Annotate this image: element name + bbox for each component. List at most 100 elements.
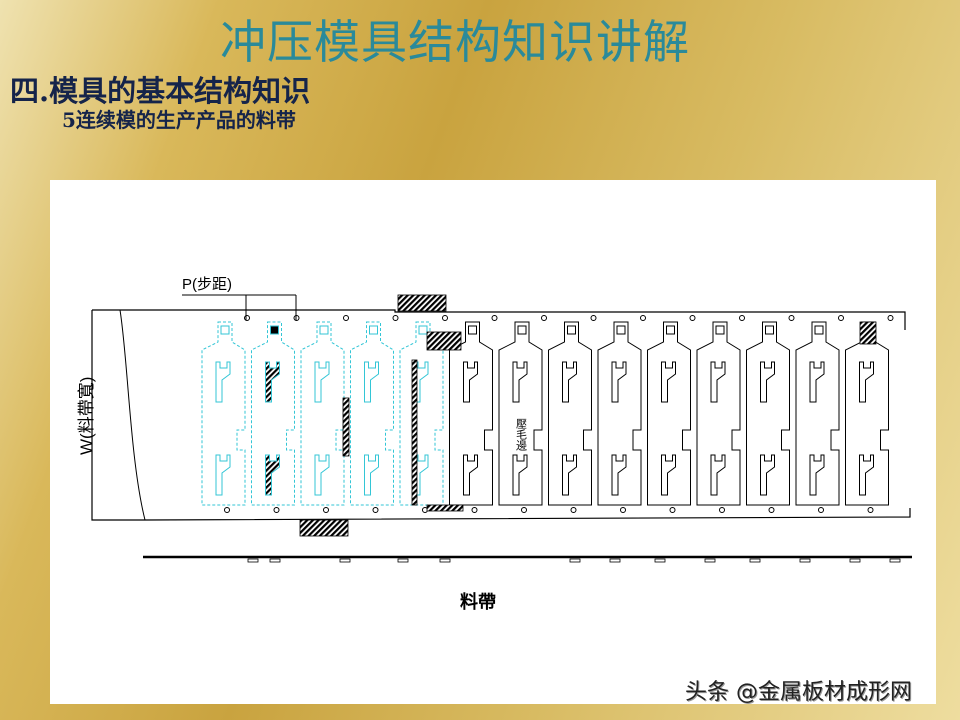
watermark: 头条 @金属板材成形网 [685, 680, 912, 705]
pilot-tab-hole [666, 325, 675, 335]
pilot-tab-hole [319, 325, 329, 335]
pilot-hole-bottom [570, 507, 577, 513]
pilot-hole-top [590, 315, 597, 321]
terminal-cutout [809, 361, 825, 403]
terminal-cutout [661, 361, 676, 403]
pilot-hole-bottom [372, 507, 379, 513]
pilot-hole-bottom [471, 507, 478, 513]
station-part [300, 321, 345, 506]
terminal-cutout [512, 454, 528, 496]
pilot-hole-bottom [620, 507, 626, 513]
pilot-hole-bottom [768, 507, 775, 513]
pitch-dimension [182, 294, 297, 320]
terminal-cutout [463, 454, 478, 496]
side-view-mark [269, 558, 281, 563]
side-view-mark [397, 558, 409, 563]
subsection-heading: 5连续模的生产产品的料带 [62, 108, 296, 132]
terminal-cutout [413, 361, 429, 403]
pilot-tab-hole [616, 325, 626, 335]
pilot-hole-top [640, 315, 646, 321]
pilot-tab-hole [814, 325, 824, 335]
terminal-cutout [265, 454, 280, 496]
terminal-cutout [562, 454, 577, 496]
station-part [696, 321, 741, 506]
side-view-mark [609, 558, 621, 563]
strip-layout-diagram: P(步距) W(料帶寬) 壓毛邊 料帶 [77, 276, 912, 613]
terminal-cutout [265, 361, 280, 403]
side-view-mark [439, 558, 451, 563]
pilot-hole-top [442, 315, 448, 321]
terminal-cutout [611, 454, 627, 496]
station-part [795, 321, 840, 506]
hatched-punch-section [411, 359, 418, 506]
pilot-hole-bottom [719, 507, 725, 513]
terminal-cutout [314, 454, 330, 496]
side-view-mark [247, 558, 259, 563]
station-part [548, 321, 592, 506]
terminal-cutout [364, 454, 379, 496]
side-view-mark [569, 558, 581, 563]
side-view-mark [799, 558, 811, 563]
terminal-cutout [760, 361, 775, 403]
terminal-cutout [710, 454, 726, 496]
pilot-hole-bottom [224, 507, 230, 513]
pilot-hole-bottom [867, 507, 874, 513]
side-view-mark [339, 558, 351, 563]
station-part [399, 321, 444, 506]
terminal-cutout [760, 454, 775, 496]
strip-outline [91, 309, 911, 521]
pilot-hole-bottom [273, 507, 280, 513]
side-view-mark [704, 558, 716, 563]
pilot-hole-top [293, 315, 300, 321]
pilot-tab-hole [468, 325, 477, 335]
pilot-tab-hole [270, 325, 279, 335]
pilot-hole-top [838, 315, 844, 321]
slide-title: 冲压模具结构知识讲解 [220, 15, 690, 69]
station-part [350, 321, 394, 506]
pilot-tab-hole [369, 325, 378, 335]
pilot-hole-top [689, 315, 696, 321]
hatched-punch-section [299, 519, 349, 537]
hatched-punch-section [426, 504, 464, 512]
pilot-hole-top [343, 315, 349, 321]
pilot-hole-bottom [669, 507, 676, 513]
terminal-cutout [413, 454, 429, 496]
strip-layout-panel: P(步距) W(料帶寬) 壓毛邊 料帶 [50, 180, 936, 704]
strip-leading-edge [119, 309, 146, 521]
station-part [746, 321, 790, 506]
station-part [201, 321, 246, 506]
pilot-hole-top [739, 315, 745, 321]
pilot-tab-hole [715, 325, 725, 335]
pitch-label: P(步距) [182, 276, 232, 293]
side-view-mark [889, 558, 901, 563]
station-part [597, 321, 642, 506]
pilot-hole-top [491, 315, 498, 321]
pilot-hole-bottom [818, 507, 824, 513]
pilot-hole-bottom [521, 507, 527, 513]
pilot-hole-top [541, 315, 547, 321]
pilot-tab-hole [517, 325, 527, 335]
station-part [498, 321, 543, 506]
hatched-punch-section [397, 294, 447, 312]
pilot-hole-bottom [323, 507, 329, 513]
pilot-tab-hole [765, 325, 774, 335]
station-part [251, 321, 295, 506]
deburr-label: 壓毛邊 [515, 418, 528, 451]
terminal-cutout [512, 361, 528, 403]
side-view-mark [654, 558, 666, 563]
station-part [647, 321, 691, 506]
strip-caption: 料帶 [460, 591, 496, 613]
terminal-cutout [364, 361, 379, 403]
pilot-hole-top [392, 315, 399, 321]
pilot-tab-hole [567, 325, 576, 335]
terminal-cutout [314, 361, 330, 403]
pilot-hole-top [887, 315, 894, 321]
terminal-cutout [611, 361, 627, 403]
terminal-cutout [215, 361, 231, 403]
side-view-mark [849, 558, 861, 563]
terminal-cutout [215, 454, 231, 496]
terminal-cutout [710, 361, 726, 403]
hatched-punch-section [426, 331, 462, 351]
terminal-cutout [859, 361, 874, 403]
station-part [845, 321, 889, 506]
